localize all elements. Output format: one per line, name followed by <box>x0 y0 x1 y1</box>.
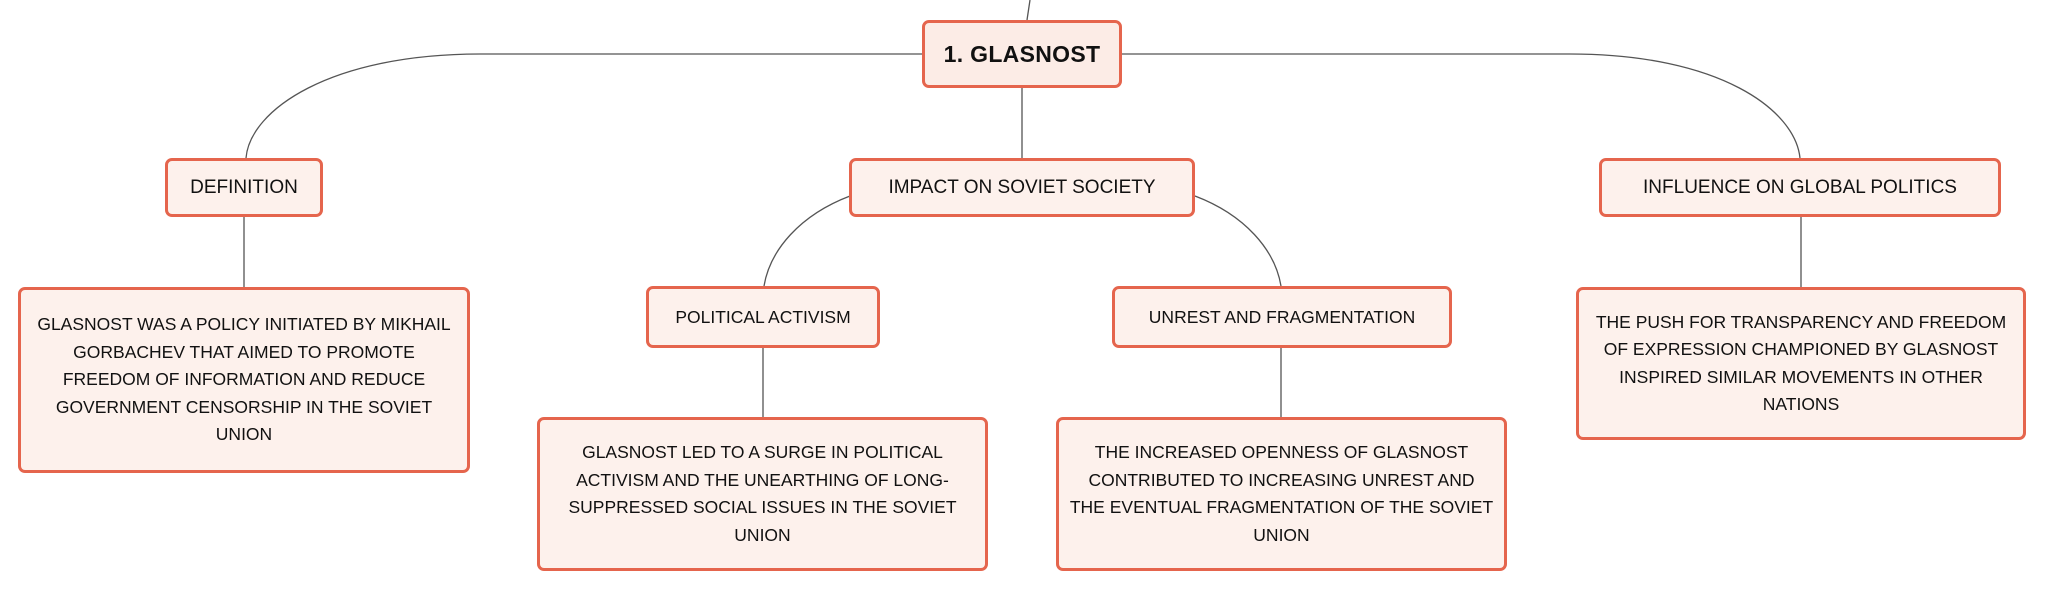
topic-label-definition: DEFINITION <box>190 176 298 198</box>
note-text-influence: THE PUSH FOR TRANSPARENCY AND FREEDOM OF… <box>1595 311 2007 415</box>
subtopic-node-political-activism[interactable]: POLITICAL ACTIVISM <box>646 286 880 348</box>
topic-node-definition[interactable]: DEFINITION <box>165 158 323 217</box>
connector-root-definition <box>245 53 922 159</box>
connector-root-influence <box>1122 53 1801 159</box>
note-node-definition[interactable]: GLASNOST WAS A POLICY INITIATED BY MIKHA… <box>18 287 470 473</box>
topic-node-influence[interactable]: INFLUENCE ON GLOBAL POLITICS <box>1599 158 2001 217</box>
topic-node-impact[interactable]: IMPACT ON SOVIET SOCIETY <box>849 158 1195 217</box>
note-text-unrest-fragmentation: THE INCREASED OPENNESS OF GLASNOST CONTR… <box>1069 442 1494 545</box>
note-node-influence[interactable]: THE PUSH FOR TRANSPARENCY AND FREEDOM OF… <box>1576 287 2026 440</box>
topic-label-influence: INFLUENCE ON GLOBAL POLITICS <box>1643 176 1957 198</box>
root-label: 1. GLASNOST <box>943 40 1101 67</box>
note-node-political-activism[interactable]: GLASNOST LED TO A SURGE IN POLITICAL ACT… <box>537 417 988 571</box>
note-text-political-activism: GLASNOST LED TO A SURGE IN POLITICAL ACT… <box>568 442 957 545</box>
topic-label-impact: IMPACT ON SOVIET SOCIETY <box>888 176 1156 198</box>
root-node[interactable]: 1. GLASNOST <box>922 20 1122 88</box>
connector-incoming <box>1026 0 1031 21</box>
note-node-unrest-fragmentation[interactable]: THE INCREASED OPENNESS OF GLASNOST CONTR… <box>1056 417 1507 571</box>
subtopic-label-political-activism: POLITICAL ACTIVISM <box>675 306 851 327</box>
note-text-definition: GLASNOST WAS A POLICY INITIATED BY MIKHA… <box>37 314 451 445</box>
connector-impact-activism <box>763 195 851 287</box>
connector-impact-unrest <box>1194 195 1282 287</box>
subtopic-node-unrest-fragmentation[interactable]: UNREST AND FRAGMENTATION <box>1112 286 1452 348</box>
subtopic-label-unrest-fragmentation: UNREST AND FRAGMENTATION <box>1148 306 1416 327</box>
